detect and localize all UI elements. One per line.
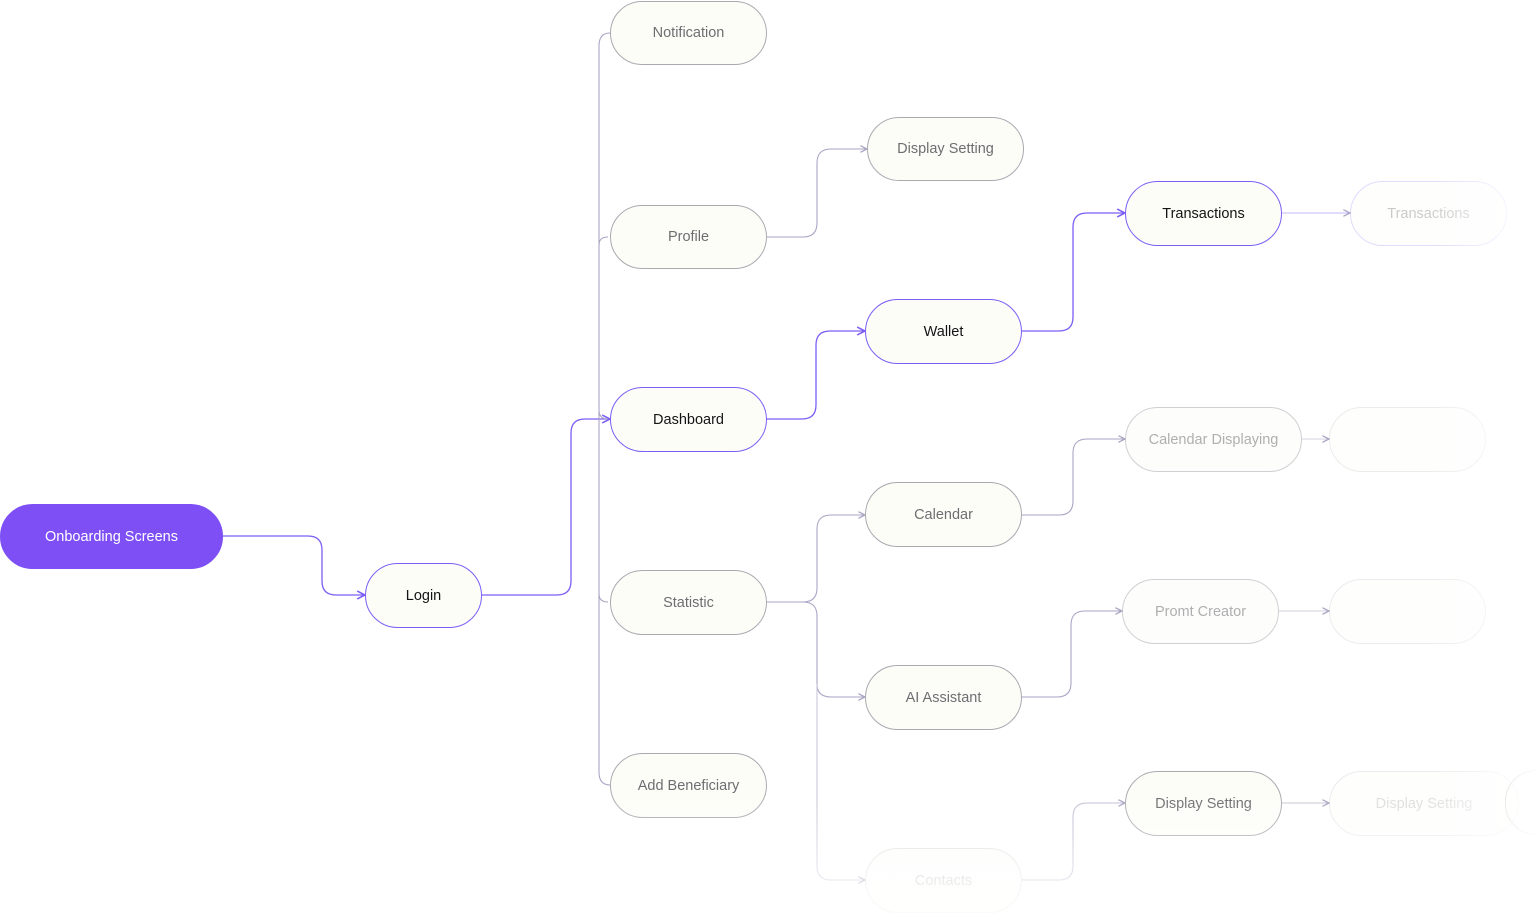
edge-onboarding-login [223, 535, 365, 595]
edge-ai-promt [1022, 611, 1122, 698]
node-onboarding-screens[interactable]: Onboarding Screens [0, 504, 223, 569]
node-calendar-next[interactable] [1329, 407, 1486, 472]
edge-to-dashboard-trunk [598, 409, 609, 420]
edge-login-dashboard [482, 419, 610, 596]
node-login[interactable]: Login [365, 563, 482, 628]
node-notification[interactable]: Notification [610, 1, 767, 65]
node-contacts[interactable]: Contacts [865, 848, 1022, 913]
edge-calendar-displaying [1022, 439, 1125, 516]
node-display-setting-profile[interactable]: Display Setting [867, 117, 1024, 181]
node-profile[interactable]: Profile [610, 205, 767, 269]
node-display-setting-contacts[interactable]: Display Setting [1125, 771, 1282, 836]
edge-statistic-ai [802, 601, 865, 697]
node-statistic[interactable]: Statistic [610, 570, 767, 635]
node-dashboard[interactable]: Dashboard [610, 387, 767, 452]
node-wallet[interactable]: Wallet [865, 299, 1022, 364]
edge-profile-display-setting [767, 149, 867, 238]
node-display-setting-next[interactable]: Display Setting [1329, 771, 1519, 836]
node-calendar[interactable]: Calendar [865, 482, 1022, 547]
edge-statistic-contacts [816, 684, 865, 880]
edge-to-profile [598, 236, 609, 246]
node-promt-next[interactable] [1329, 579, 1486, 644]
edge-trunk [598, 32, 611, 786]
edge-to-statistic [598, 593, 609, 603]
node-transactions[interactable]: Transactions [1125, 181, 1282, 246]
edge-wallet-transactions [1022, 213, 1125, 332]
edge-dashboard-wallet [767, 331, 865, 420]
node-add-beneficiary[interactable]: Add Beneficiary [610, 753, 767, 818]
node-promt-creator[interactable]: Promt Creator [1122, 579, 1279, 644]
edge-statistic-branch [767, 515, 865, 603]
edge-contacts-display [1022, 803, 1125, 881]
node-calendar-displaying[interactable]: Calendar Displaying [1125, 407, 1302, 472]
node-ai-assistant[interactable]: AI Assistant [865, 665, 1022, 730]
node-transactions-next[interactable]: Transactions [1350, 181, 1507, 246]
